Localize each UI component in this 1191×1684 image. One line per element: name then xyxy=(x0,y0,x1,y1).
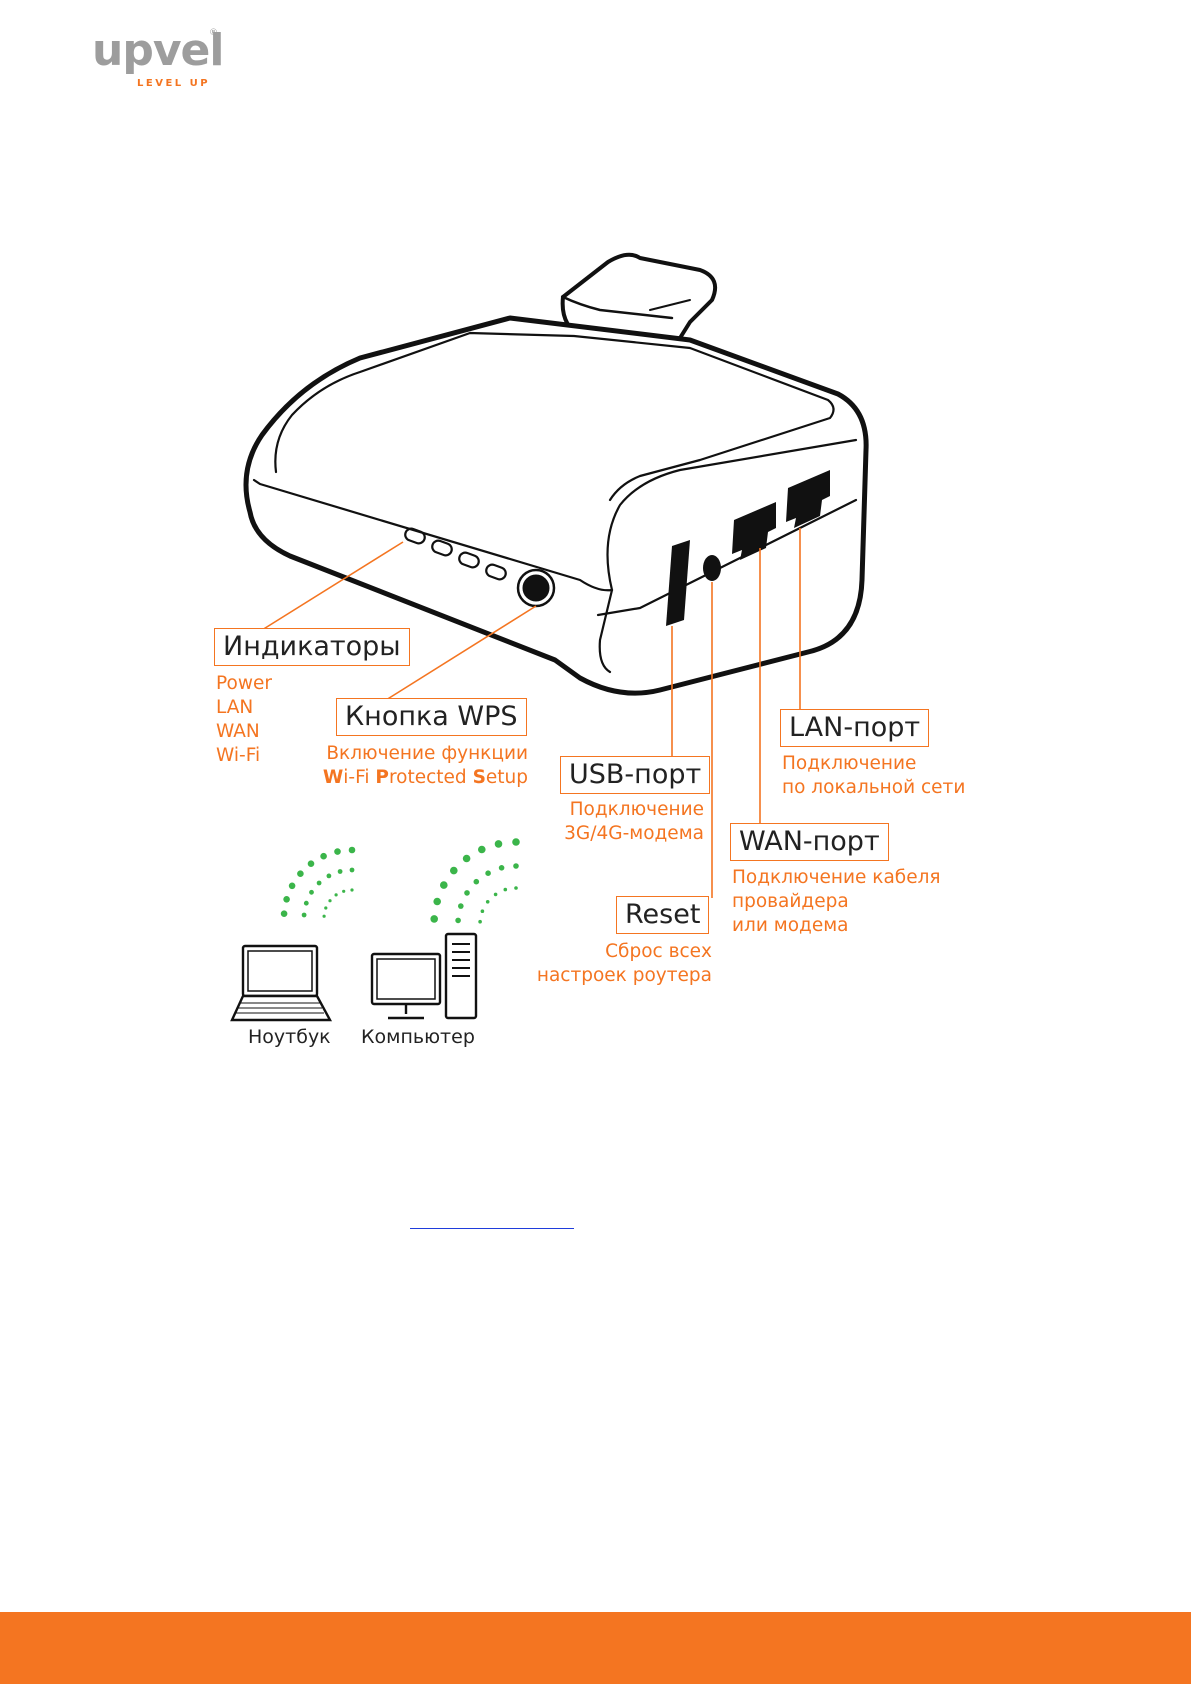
wifi-dot xyxy=(309,889,314,895)
wifi-dot xyxy=(283,896,290,903)
logo-word: upvel xyxy=(92,25,224,76)
indicators-label: Индикаторы xyxy=(214,628,410,666)
wifi-dot xyxy=(280,910,288,917)
wps-desc-line2: Wi-Fi Protected Setup xyxy=(322,767,528,788)
port-usb xyxy=(666,540,690,626)
wifi-dot xyxy=(334,848,341,855)
wifi-dot xyxy=(450,866,458,875)
port-reset xyxy=(703,555,721,581)
wps-desc-line1: Включение функции xyxy=(326,743,528,764)
wifi-dot xyxy=(301,912,307,918)
wifi-dot xyxy=(307,860,315,867)
usb-port-label: USB-порт xyxy=(560,756,711,794)
wifi-dot xyxy=(322,914,326,918)
wifi-dot xyxy=(316,880,322,886)
wan-desc-line3: или модема xyxy=(732,915,849,936)
indicator-lan: LAN xyxy=(216,697,254,718)
usb-desc-line2: 3G/4G-модема xyxy=(564,823,704,844)
wps-description: Включение функции Wi-Fi Protected Setup xyxy=(300,742,528,790)
logo-tagline: LEVEL UP xyxy=(137,78,211,89)
wifi-dot xyxy=(303,900,309,906)
wifi-dot xyxy=(485,870,491,876)
tower-icon xyxy=(444,932,478,1020)
wifi-dot xyxy=(430,915,439,923)
indicator-wan: WAN xyxy=(216,721,260,742)
indicator-power: Power xyxy=(216,673,272,694)
laptop-icon xyxy=(230,944,333,1022)
wifi-dot xyxy=(350,888,354,892)
wifi-dot xyxy=(337,869,343,874)
wan-description: Подключение кабеля провайдера или модема xyxy=(732,866,941,938)
wifi-dot xyxy=(513,863,519,869)
lan-port-label: LAN-порт xyxy=(780,709,930,747)
logo-registered: ® xyxy=(209,28,218,38)
wifi-dot xyxy=(297,870,304,877)
wps-label: Кнопка WPS xyxy=(336,698,527,736)
reset-desc-line2: настроек роутера xyxy=(536,965,712,986)
reset-label: Reset xyxy=(616,896,710,934)
lan-description: Подключение по локальной сети xyxy=(782,752,965,800)
wifi-dot xyxy=(324,906,328,910)
monitor-icon xyxy=(370,952,442,1020)
wifi-dot xyxy=(288,882,296,890)
wifi-dot xyxy=(493,892,498,897)
upvel-logo: upvel ® LEVEL UP xyxy=(92,25,232,90)
wps-button xyxy=(516,568,556,608)
port-wan xyxy=(732,502,776,560)
wifi-dot xyxy=(462,854,471,863)
wifi-dot xyxy=(348,846,356,854)
link-underline[interactable] xyxy=(410,1228,574,1230)
wifi-dot xyxy=(326,873,332,879)
wifi-dot xyxy=(480,909,485,913)
computer-caption: Компьютер xyxy=(361,1026,475,1048)
lan-desc-line2: по локальной сети xyxy=(782,777,966,798)
indicator-list: Power LAN WAN Wi-Fi xyxy=(216,672,272,768)
router-body xyxy=(243,315,869,696)
wan-desc-line1: Подключение кабеля xyxy=(732,867,941,888)
wan-port-label: WAN-порт xyxy=(730,823,889,861)
wifi-dot xyxy=(503,887,508,892)
wifi-dot xyxy=(433,897,442,906)
wifi-dot xyxy=(464,890,470,896)
wifi-dot xyxy=(494,840,503,848)
indicator-leds xyxy=(404,527,507,581)
wifi-dot xyxy=(478,919,482,924)
reset-description: Сброс всех настроек роутера xyxy=(530,940,712,988)
wifi-dot xyxy=(440,881,448,889)
port-lan xyxy=(786,470,830,528)
wifi-dot xyxy=(473,878,480,885)
wifi-dot xyxy=(349,867,355,873)
wifi-signal-icon xyxy=(280,838,520,924)
laptop-caption: Ноутбук xyxy=(248,1026,331,1048)
wifi-dot xyxy=(455,917,461,924)
wifi-dot xyxy=(334,893,338,897)
wifi-dot xyxy=(320,852,327,860)
footer-bar xyxy=(0,1612,1191,1684)
wifi-dot xyxy=(458,903,464,909)
wifi-dot xyxy=(478,845,486,854)
reset-desc-line1: Сброс всех xyxy=(605,941,712,962)
wifi-dot xyxy=(342,889,346,893)
indicator-wifi: Wi-Fi xyxy=(216,745,261,766)
wifi-dot xyxy=(512,838,520,846)
wifi-dot xyxy=(514,886,518,890)
wifi-dot xyxy=(328,899,332,903)
usb-desc-line1: Подключение xyxy=(569,799,704,820)
usb-description: Подключение 3G/4G-модема xyxy=(520,798,704,846)
lan-desc-line1: Подключение xyxy=(782,753,917,774)
wan-desc-line2: провайдера xyxy=(732,891,849,912)
wifi-dot xyxy=(485,900,490,904)
wifi-dot xyxy=(498,865,505,871)
